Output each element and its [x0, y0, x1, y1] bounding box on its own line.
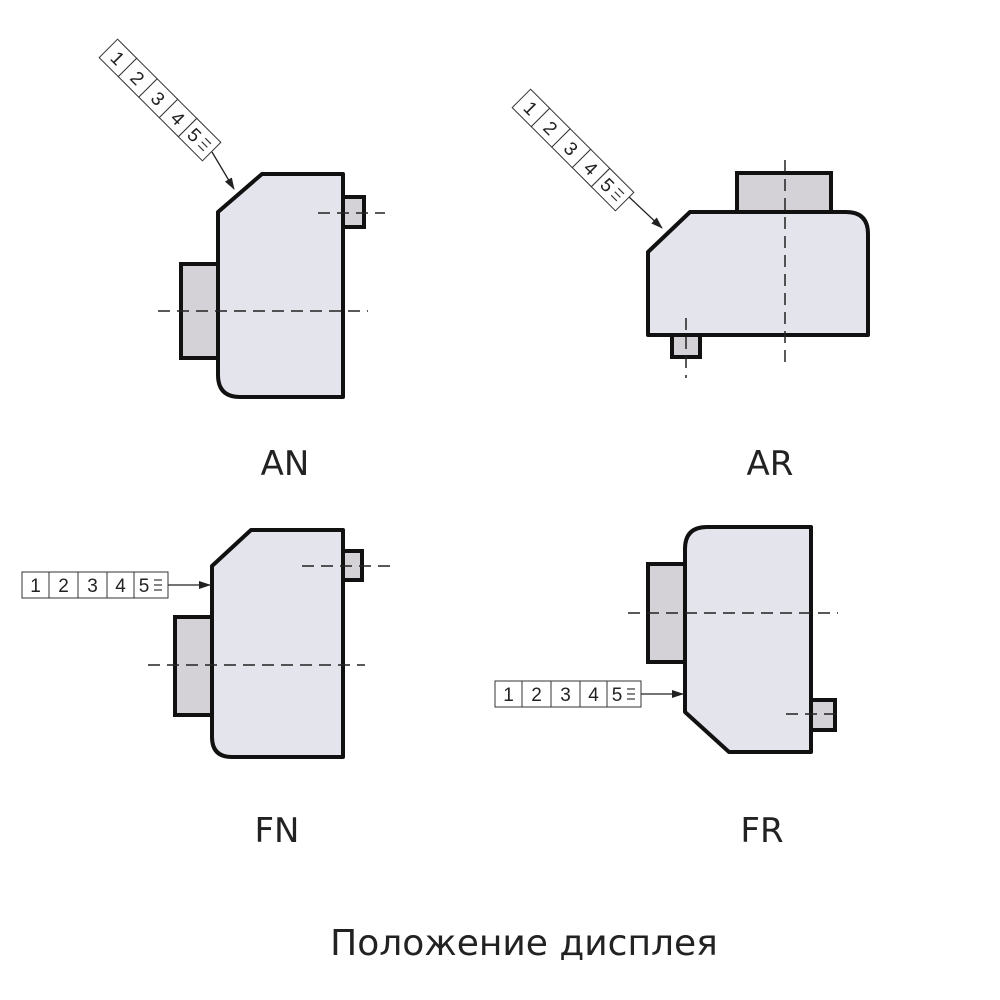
housing: [210, 528, 345, 759]
knob: [809, 698, 837, 732]
digit-text: 5: [612, 685, 623, 706]
decimal-mark: [201, 141, 208, 148]
digit-text: 1: [503, 685, 514, 706]
position-label-an: AN: [261, 444, 310, 484]
top-block: [735, 171, 833, 214]
digit-cell: [606, 680, 642, 708]
decimal-mark: [204, 137, 212, 145]
digit-text: 2: [58, 576, 69, 597]
position-label-ar: AR: [747, 444, 794, 484]
knob: [341, 195, 366, 229]
decimal-mark: [614, 191, 621, 198]
digit-text: 3: [560, 685, 571, 706]
pointer-arrow: [627, 195, 663, 229]
digit-text: 3: [87, 576, 98, 597]
housing: [646, 210, 870, 337]
digit-text: 2: [531, 685, 542, 706]
decimal-mark: [197, 144, 205, 152]
digit-cell: [177, 117, 222, 162]
housing: [216, 172, 345, 399]
housing: [683, 525, 813, 754]
decimal-mark: [610, 194, 618, 202]
digit-text: 1: [30, 576, 41, 597]
digit-cell: [550, 680, 581, 708]
digit-cell: [590, 167, 635, 212]
digit-cell: [521, 680, 552, 708]
digit-text: 4: [588, 685, 599, 706]
digit-text: 4: [115, 576, 126, 597]
caption: Положение дисплея: [330, 923, 718, 964]
position-label-fn: FN: [255, 811, 300, 851]
digit-text: 5: [139, 576, 150, 597]
pointer-arrow: [211, 151, 235, 190]
digit-cell: [133, 571, 169, 599]
side-block: [173, 615, 214, 717]
position-label-fr: FR: [740, 811, 783, 851]
decimal-mark: [617, 187, 625, 195]
